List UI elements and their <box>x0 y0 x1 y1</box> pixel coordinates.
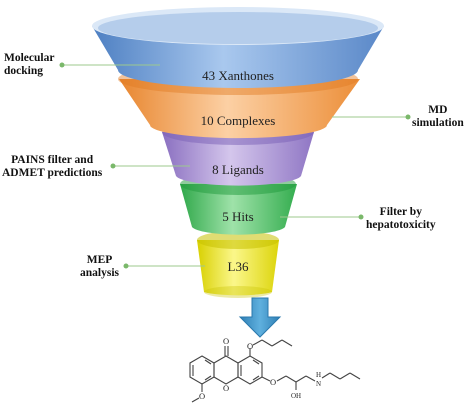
atom-carbonyl-o: O <box>223 336 229 346</box>
label-mep-line1: MEP <box>86 254 113 266</box>
atom-hydroxyl: OH <box>291 392 301 400</box>
connector-hepatotoxicity <box>280 214 364 220</box>
connector-md-simulation <box>332 114 411 120</box>
stage-label-5-hits: 5 Hits <box>222 209 253 224</box>
label-molecular-docking: Molecular docking <box>4 52 54 78</box>
stage-label-8-ligands: 8 Ligands <box>212 162 264 177</box>
stage-label-43-xanthones: 43 Xanthones <box>202 68 274 83</box>
connector-mep <box>123 263 205 269</box>
stage-label-10-complexes: 10 Complexes <box>201 113 276 128</box>
l36-atom-labels: O O O O O OH H N <box>199 336 321 401</box>
label-pains-admet-line2: ADMET predictions <box>2 167 103 179</box>
atom-ether-o: O <box>270 377 276 387</box>
label-hepatotoxicity-line2: hepatotoxicity <box>366 219 436 231</box>
label-hepatotoxicity-line1: Filter by <box>379 206 422 218</box>
stage-label-l36: L36 <box>228 259 249 274</box>
down-arrow-icon <box>238 297 282 338</box>
label-mep-line2: analysis <box>80 267 119 279</box>
label-pains-admet: PAINS filter and ADMET predictions <box>2 154 102 180</box>
connector-pains-admet <box>110 163 190 169</box>
atom-methoxy-o: O <box>199 391 205 401</box>
atom-butoxy-o: O <box>247 341 253 351</box>
label-md-simulation: MD simulation <box>412 104 464 130</box>
atom-ring-o: O <box>223 383 229 393</box>
funnel-stage-l36 <box>197 231 279 298</box>
atom-amine-h: H <box>316 371 321 379</box>
label-md-simulation-line1: MD <box>428 104 448 116</box>
atom-amine-n: N <box>316 380 321 388</box>
label-molecular-docking-line2: docking <box>4 65 43 77</box>
funnel-stage-43-xanthones <box>92 7 384 88</box>
label-hepatotoxicity: Filter by hepatotoxicity <box>366 206 436 232</box>
label-md-simulation-line2: simulation <box>412 117 464 129</box>
connector-molecular-docking <box>59 62 160 68</box>
label-pains-admet-line1: PAINS filter and <box>11 154 94 166</box>
label-mep-analysis: MEP analysis <box>80 254 119 280</box>
l36-chemical-structure <box>189 339 361 403</box>
label-molecular-docking-line1: Molecular <box>4 52 55 64</box>
